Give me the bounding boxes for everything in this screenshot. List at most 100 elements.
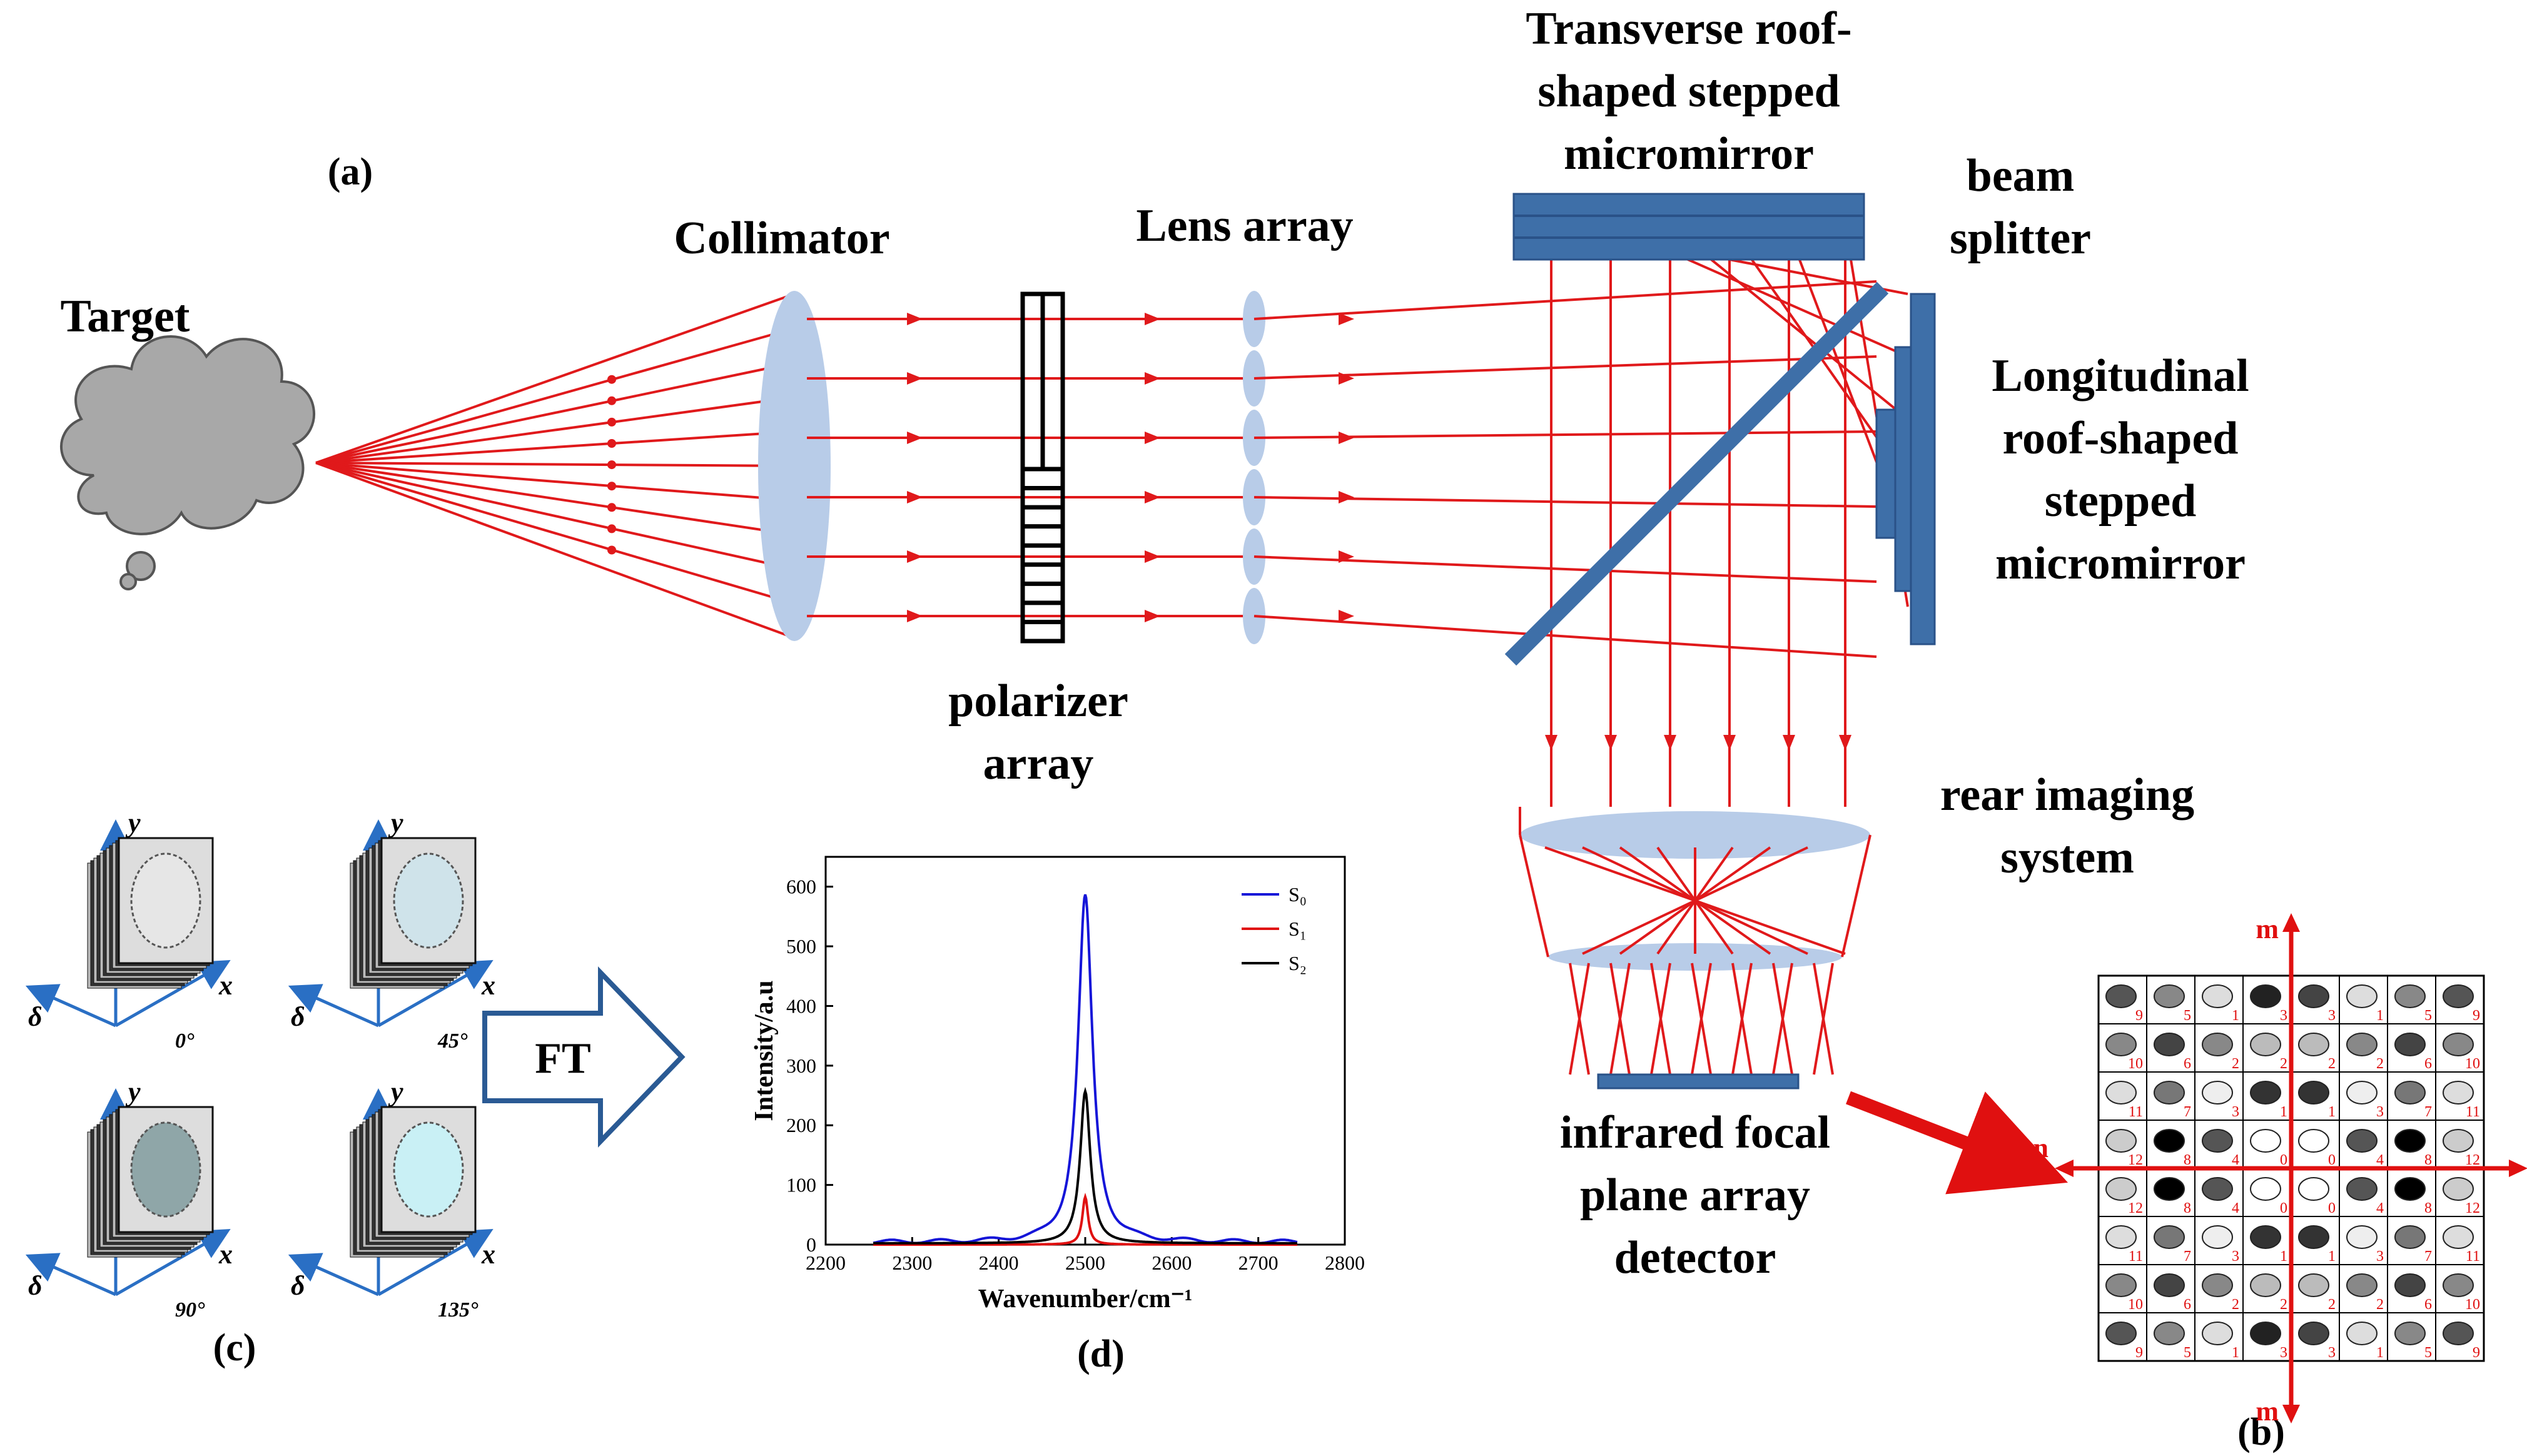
grid-cell-cloud — [2443, 1033, 2474, 1056]
series-line — [873, 1086, 1297, 1245]
grid-cell-index: 11 — [2129, 1104, 2143, 1120]
grid-cell-index: 2 — [2232, 1297, 2239, 1313]
grid-cell-cloud — [2250, 1322, 2281, 1345]
rear-ray — [1609, 963, 1631, 1075]
fan-ray — [315, 361, 795, 464]
grid-cell-cloud — [2394, 1033, 2426, 1056]
delta-axis-label: δ — [291, 1001, 305, 1032]
x-axis-label: x — [218, 1239, 233, 1270]
grid-cell-index: 2 — [2376, 1297, 2384, 1313]
longitudinal-label-4: micromirror — [1995, 538, 2246, 589]
x-tick-label: 2500 — [1065, 1251, 1105, 1274]
grid-cell-cloud — [2250, 1225, 2281, 1249]
ray-arrowhead — [1839, 735, 1851, 751]
grid-cell-index: 3 — [2376, 1104, 2384, 1120]
grid-cell-cloud — [2105, 1033, 2137, 1056]
x-tick-label: 2300 — [892, 1251, 932, 1274]
grid-cell-index: 10 — [2128, 1056, 2143, 1072]
grid-cell-cloud — [2154, 1225, 2185, 1249]
rear-imaging-lens-2 — [1548, 943, 1842, 971]
target-label: Target — [61, 291, 190, 342]
grid-cell-index: 5 — [2184, 1008, 2191, 1024]
delta-axis-label: δ — [28, 1001, 43, 1032]
grid-cell-cloud — [2202, 1081, 2233, 1105]
y-axis-label: Intensity/a.u — [750, 980, 779, 1121]
ray-arrowhead — [1664, 735, 1676, 751]
beam-splitter-label-1: beam — [1967, 150, 2075, 201]
rear-ray — [1519, 834, 1549, 958]
detector-label-2: plane array — [1580, 1170, 1810, 1221]
grid-cell-cloud — [2298, 1225, 2329, 1249]
grid-cell-index: 9 — [2135, 1008, 2143, 1024]
y-tick-label: 500 — [786, 935, 816, 958]
y-axis-label: y — [388, 1076, 403, 1107]
grid-cell-index: 1 — [2328, 1104, 2336, 1120]
grid-cell-index: 4 — [2232, 1152, 2239, 1168]
grid-cell-cloud — [2105, 1129, 2137, 1153]
grid-cell-index: 6 — [2184, 1056, 2191, 1072]
grid-cell-index: 0 — [2280, 1152, 2287, 1168]
x-axis — [114, 1229, 231, 1297]
fan-ray-arrow — [607, 503, 616, 512]
fan-ray — [315, 462, 795, 605]
grid-cell-index: 1 — [2232, 1008, 2239, 1024]
collimator-lens — [758, 291, 831, 641]
x-tick-label: 2200 — [806, 1251, 846, 1274]
fan-ray-arrow — [607, 545, 616, 555]
transverse-micromirror — [1512, 193, 1865, 261]
legend-label: S₁ — [1289, 918, 1307, 940]
fan-ray-arrow — [607, 439, 616, 448]
ray-arrowhead — [907, 372, 923, 385]
cube-angle-label: 45° — [437, 1029, 468, 1053]
grid-cell-cloud — [2105, 1225, 2137, 1249]
grid-cell-index: 2 — [2376, 1056, 2384, 1072]
grid-cell-cloud — [2298, 1081, 2329, 1105]
beam-splitter-label-2: splitter — [1950, 213, 2091, 264]
ray-arrowhead — [907, 313, 923, 325]
y-tick-label: 400 — [786, 994, 816, 1017]
grid-cell-cloud — [2394, 1129, 2426, 1153]
grid-cell-index: 6 — [2424, 1056, 2432, 1072]
transverse-label-3: micromirror — [1564, 128, 1814, 179]
ray-arrowhead — [1145, 313, 1160, 325]
x-axis-label: x — [481, 970, 495, 1001]
grid-cell-cloud — [2154, 1081, 2185, 1105]
ray-arrowhead — [907, 491, 923, 503]
rear-imaging-label-2: system — [2000, 832, 2134, 883]
grid-cell-cloud — [2346, 1033, 2378, 1056]
grid-cell-cloud — [2443, 1081, 2474, 1105]
longitudinal-label-2: roof-shaped — [2003, 413, 2239, 464]
grid-cell-index: 7 — [2184, 1248, 2191, 1265]
fan-ray-arrow — [607, 460, 616, 470]
grid-cell-index: 5 — [2424, 1008, 2432, 1024]
ray-arrowhead — [1145, 610, 1160, 622]
y-tick-label: 200 — [786, 1114, 816, 1136]
n-axis-arrow — [2509, 1160, 2527, 1177]
grid-cell-cloud — [2346, 984, 2378, 1008]
cube-image — [393, 1121, 464, 1218]
longitudinal-ray — [1253, 615, 1877, 658]
rear-ray — [1691, 963, 1712, 1075]
ft-label: FT — [535, 1034, 590, 1083]
fan-ray — [315, 462, 795, 502]
grid-cell-index: 3 — [2376, 1248, 2384, 1265]
grid-cell-cloud — [2202, 1129, 2233, 1153]
grid-cell-cloud — [2250, 1177, 2281, 1201]
grid-cell-cloud — [2346, 1081, 2378, 1105]
delta-axis — [288, 1253, 380, 1297]
ray-arrowhead — [1339, 610, 1354, 622]
rear-ray — [1569, 963, 1590, 1075]
transverse-label-1: Transverse roof- — [1526, 3, 1851, 54]
grid-cell-cloud — [2346, 1129, 2378, 1153]
ray-arrowhead — [1145, 432, 1160, 444]
longitudinal-ray — [1253, 555, 1877, 583]
detector-to-grid-arrow — [1846, 1091, 2069, 1195]
grid-cell-index: 0 — [2328, 1200, 2336, 1216]
detector-label-3: detector — [1614, 1232, 1776, 1283]
grid-cell-index: 5 — [2184, 1345, 2191, 1361]
delta-axis-label: δ — [291, 1270, 305, 1301]
grid-cell-index: 1 — [2328, 1248, 2336, 1265]
series-line — [873, 894, 1298, 1245]
